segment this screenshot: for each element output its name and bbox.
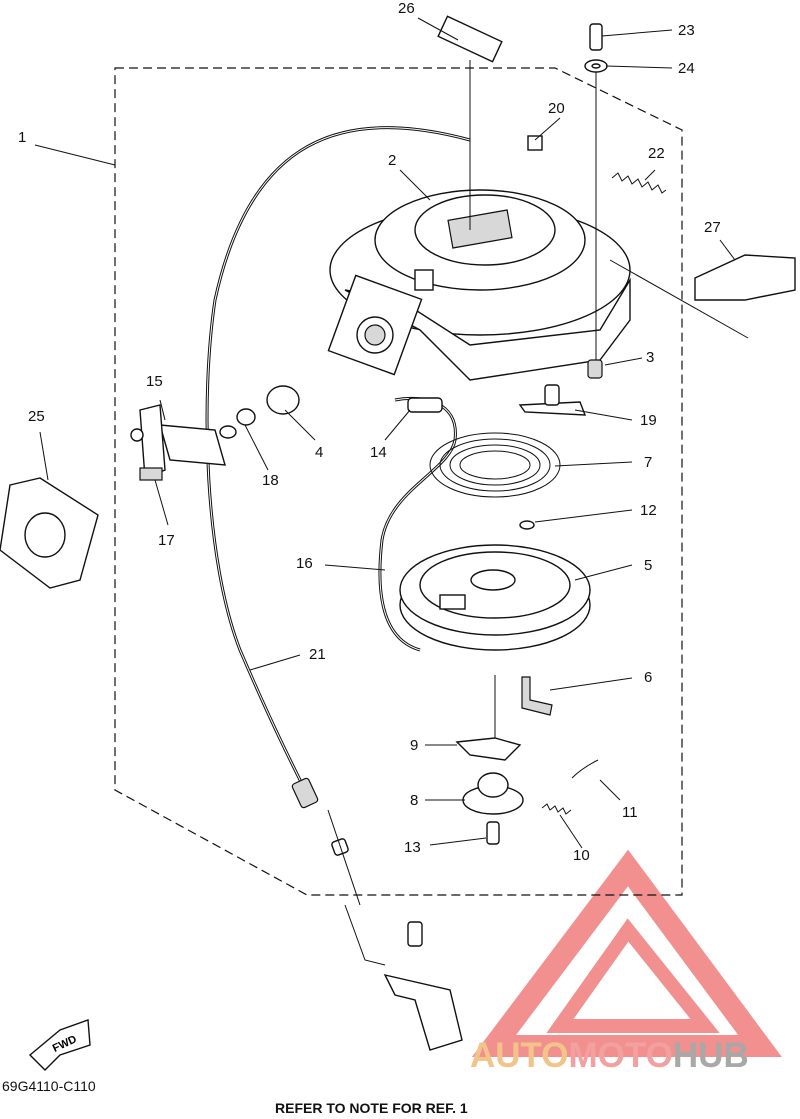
spring-22 <box>611 172 667 194</box>
watermark-moto: MOTO <box>569 1036 673 1075</box>
watermark-auto: AUTO <box>470 1036 569 1075</box>
callout-26: 26 <box>398 0 415 17</box>
fwd-arrow-icon: FWD <box>28 1019 91 1071</box>
callout-23: 23 <box>678 22 695 39</box>
callout-14: 14 <box>370 444 387 461</box>
callout-labels: 1 2 3 4 5 6 7 8 9 10 11 12 13 14 15 16 1… <box>18 0 721 864</box>
plate-9 <box>455 737 522 761</box>
lever-19 <box>518 401 587 416</box>
callout-20: 20 <box>548 100 565 117</box>
watermark-triangle <box>471 849 782 1057</box>
callout-17: 17 <box>158 532 175 549</box>
recoil-spring-7 <box>429 432 561 498</box>
callout-13: 13 <box>404 839 421 856</box>
circlip-12 <box>519 520 535 530</box>
reel-pulley-5 <box>399 544 591 651</box>
callout-18: 18 <box>262 472 279 489</box>
footer-note: REFER TO NOTE FOR REF. 1 <box>275 1100 468 1116</box>
callout-24: 24 <box>678 60 695 77</box>
starter-housing <box>327 189 631 381</box>
callout-2: 2 <box>388 152 396 169</box>
callout-11: 11 <box>622 804 638 821</box>
cable-fitting <box>291 777 319 809</box>
callout-3: 3 <box>646 349 654 366</box>
callout-1: 1 <box>18 129 26 146</box>
callout-8: 8 <box>410 792 418 809</box>
bolt-13 <box>486 821 500 845</box>
watermark-hub: HUB <box>673 1036 749 1075</box>
callout-27: 27 <box>704 219 721 236</box>
cable-grommet <box>407 397 443 413</box>
callout-7: 7 <box>644 454 652 471</box>
watermark-inner-triangle <box>546 918 720 1033</box>
label-sticker <box>437 15 503 63</box>
clip-20 <box>527 135 543 151</box>
callout-16: 16 <box>296 555 313 572</box>
callout-12: 12 <box>640 502 657 519</box>
watermark-text: AUTOMOTOHUB <box>470 1036 749 1075</box>
assembly-boundary <box>114 67 683 896</box>
callout-15: 15 <box>146 373 163 390</box>
watermark-logo <box>471 849 782 1057</box>
callout-4: 4 <box>315 444 323 461</box>
callout-21: 21 <box>309 646 326 663</box>
grommet-25 <box>0 477 99 589</box>
spring-11 <box>571 759 599 779</box>
callout-6: 6 <box>644 669 652 686</box>
spring-10 <box>541 803 572 815</box>
shift-lock-parts <box>130 385 300 481</box>
part-27 <box>694 254 796 301</box>
drive-plate-8 <box>462 772 524 815</box>
pawl-6 <box>521 676 553 716</box>
callout-9: 9 <box>410 737 418 754</box>
bolt-23 <box>589 23 603 51</box>
callout-22: 22 <box>648 145 665 162</box>
callout-10: 10 <box>573 847 590 864</box>
callout-5: 5 <box>644 557 652 574</box>
callout-19: 19 <box>640 412 657 429</box>
mounting-bracket <box>344 904 463 1051</box>
diagram-code: 69G4110-C110 <box>2 1078 96 1094</box>
nut-3 <box>587 359 603 379</box>
leader-lines <box>34 17 749 906</box>
callout-25: 25 <box>28 408 45 425</box>
